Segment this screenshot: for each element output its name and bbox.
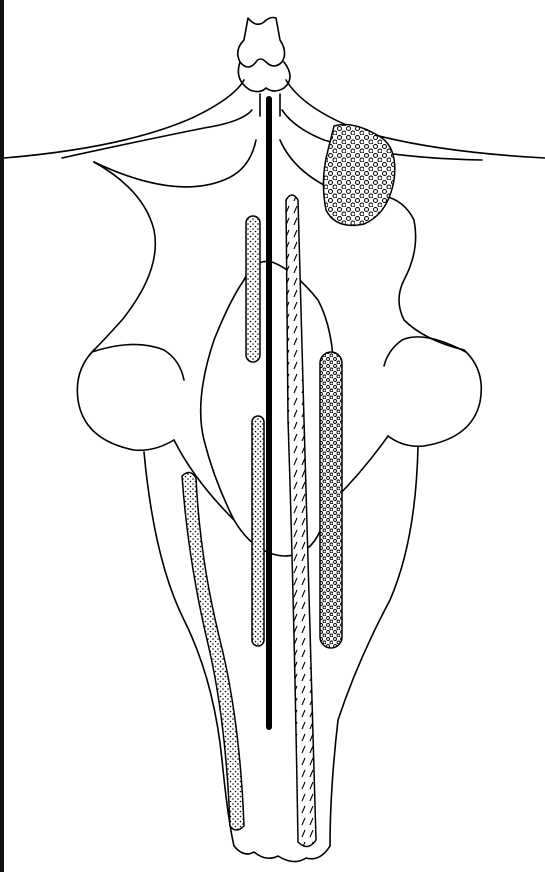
body-outline-right <box>384 196 464 350</box>
coarse-dotted-tract <box>320 352 342 648</box>
diagram-canvas <box>4 0 545 872</box>
brainstem-diagram <box>4 0 545 872</box>
body-outline-left <box>94 162 155 350</box>
inner-arch-left <box>62 110 252 158</box>
bottom-cut <box>234 846 330 862</box>
medial-curve-left <box>94 140 256 187</box>
lateral-lobe-right-inner <box>384 337 466 366</box>
lateral-lobe-left <box>77 350 174 450</box>
superior-outline-left <box>4 80 244 158</box>
lateral-lobe-left-inner <box>92 344 184 380</box>
superior-outline-right <box>286 80 545 158</box>
medulla-outline-right <box>330 446 418 846</box>
fine-dotted-tract-upper <box>246 216 260 362</box>
curved-dotted-tract <box>182 472 244 830</box>
pineal-outline <box>238 18 285 68</box>
lateral-lobe-right <box>388 350 481 446</box>
fine-dotted-tract-lower <box>252 416 264 646</box>
midline-solid-tract <box>266 96 272 730</box>
circle-pattern-region <box>323 125 394 226</box>
